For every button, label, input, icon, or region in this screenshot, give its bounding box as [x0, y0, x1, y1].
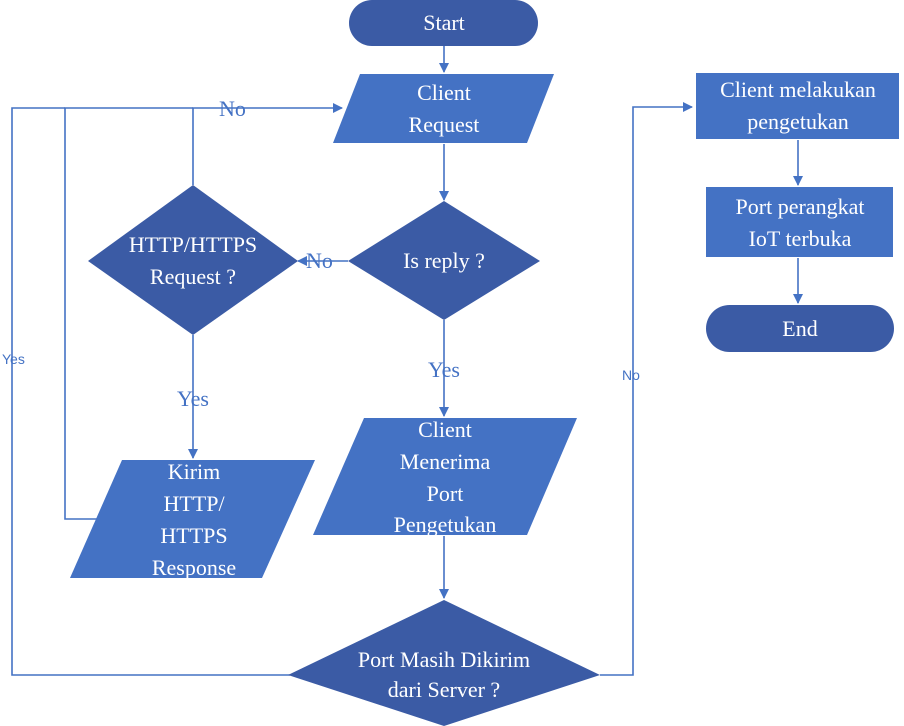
- menerima-line-2: Menerima: [400, 449, 491, 474]
- client-menerima-node: Client Menerima Port Pengetukan: [313, 417, 577, 537]
- port-masih-line-1: Port Masih Dikirim: [358, 647, 530, 672]
- http-request-line-1: HTTP/HTTPS: [129, 232, 257, 257]
- edge-port-yes: [11, 107, 290, 676]
- melakukan-line-1: Client melakukan: [720, 77, 876, 102]
- menerima-line-4: Pengetukan: [394, 512, 497, 537]
- kirim-line-4: Response: [152, 555, 236, 580]
- is-reply-node: Is reply ?: [348, 201, 540, 320]
- end-label: End: [782, 316, 817, 341]
- edge-http-no: [192, 103, 343, 185]
- port-masih-line-2: dari Server ?: [388, 677, 500, 702]
- menerima-line-1: Client: [418, 417, 472, 442]
- client-request-node: Client Request: [333, 74, 554, 143]
- end-node: End: [706, 305, 894, 352]
- melakukan-line-2: pengetukan: [747, 109, 848, 134]
- edge-kirim-loop: [64, 107, 193, 520]
- http-request-node: HTTP/HTTPS Request ?: [88, 185, 298, 335]
- kirim-line-3: HTTPS: [160, 523, 227, 548]
- start-label: Start: [423, 10, 465, 35]
- label-reply-no: No: [306, 248, 333, 273]
- edge-port-no: [600, 102, 693, 676]
- start-node: Start: [349, 0, 538, 46]
- label-port-no: No: [622, 367, 640, 383]
- client-request-line-2: Request: [409, 112, 480, 137]
- perangkat-line-1: Port perangkat: [736, 194, 865, 219]
- connectors: [11, 46, 803, 676]
- client-melakukan-node: Client melakukan pengetukan: [696, 73, 899, 139]
- label-http-yes: Yes: [177, 386, 209, 411]
- http-request-line-2: Request ?: [150, 264, 236, 289]
- perangkat-line-2: IoT terbuka: [749, 226, 852, 251]
- kirim-response-node: Kirim HTTP/ HTTPS Response: [70, 459, 315, 580]
- label-http-no: No: [219, 96, 246, 121]
- port-perangkat-node: Port perangkat IoT terbuka: [706, 187, 893, 257]
- kirim-line-1: Kirim: [168, 459, 221, 484]
- label-reply-yes: Yes: [428, 357, 460, 382]
- is-reply-label: Is reply ?: [403, 248, 485, 273]
- port-masih-node: Port Masih Dikirim dari Server ?: [288, 600, 600, 726]
- label-port-yes: Yes: [2, 351, 25, 367]
- menerima-line-3: Port: [427, 481, 464, 506]
- kirim-line-2: HTTP/: [163, 491, 225, 516]
- client-request-line-1: Client: [417, 80, 471, 105]
